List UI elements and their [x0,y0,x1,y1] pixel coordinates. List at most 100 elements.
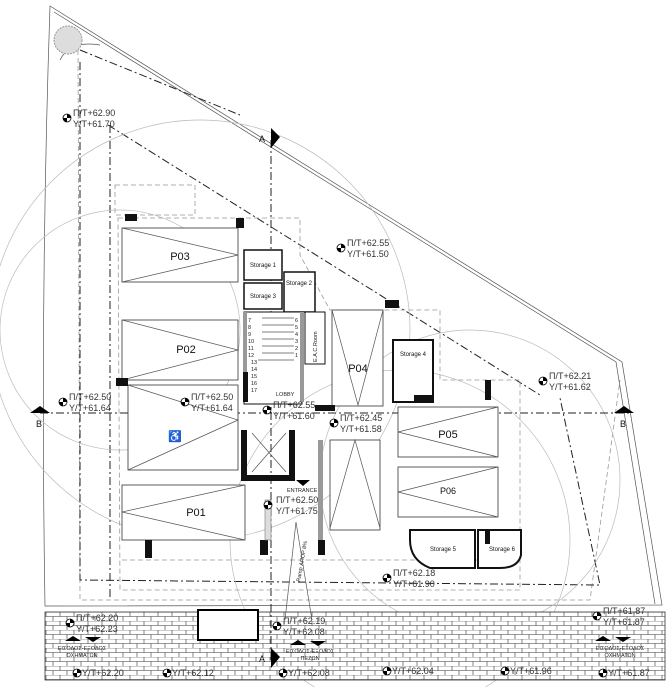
label: Υ/Τ+61.62 [549,382,591,392]
label: 1 [295,353,298,359]
parking-p05: P05 [397,406,499,458]
label: Υ/Τ+61.96 [510,666,552,676]
label: Π/Τ+62.90 [73,108,115,118]
section-label: A [259,134,265,144]
storage-2: Storage 2 [283,271,316,313]
label: 6 [295,318,298,324]
gate-opening [197,609,259,641]
storage-4: Storage 4 [392,339,434,403]
storage-5: Storage 5 [409,529,476,569]
eac-room: E.A.C.Room [304,311,326,365]
label: Υ/Τ+61.87 [603,617,645,627]
label: 12 [248,353,254,359]
section-marker-a-top: A [259,128,280,148]
label: Υ/Τ+61.58 [340,424,382,434]
label: 17 [251,388,257,394]
label: E.A.C.Room [313,331,319,362]
accessible-icon: ♿ [168,430,182,443]
label: Π/Τ+62.50 [69,392,111,402]
street-level-marker: Υ/Τ+61.96 [500,666,552,676]
label: Υ/Τ+61.60 [273,411,315,421]
street-level-marker: Υ/Τ+61.87 [598,668,650,678]
level-marker: Π/Τ+62.50Υ/Τ+61.64 [180,392,233,413]
level-marker: Π/Τ+62.50Υ/Τ+61.64 [58,392,111,413]
label: P03 [170,251,190,263]
level-marker: Π/Τ+62.45Υ/Τ+61.58 [329,413,382,434]
label: ΟΧΗΜΑΤΩΝ [604,653,635,659]
label: Υ/Τ+61.75 [276,506,318,516]
label: Storage 2 [286,281,313,287]
label: 5 [295,325,298,331]
label: Π/Τ+62.18 [393,568,435,578]
level-marker: Π/Τ+62.20Υ/Τ+62.23 [65,613,118,634]
section-label: A [259,654,265,664]
label: Υ/Τ+61.64 [191,403,233,413]
label: Υ/Τ+62.23 [76,624,118,634]
label: Π/Τ+62.19 [283,616,325,626]
street-level-marker: Υ/Τ+62.04 [382,666,434,676]
label: Storage 3 [250,294,277,300]
parking-p03: P03 [121,227,239,283]
vehicle-access-label: ΕΙΣΟΔΟΣ-ΕΞΟΔΟΣ ΟΧΗΜΑΤΩΝ [595,636,645,659]
label: Storage 6 [489,547,516,553]
level-marker: Π/Τ+62.50Υ/Τ+61.75 [263,495,318,516]
street-level-marker: Υ/Τ+62.12 [162,668,214,678]
parking-lane [329,438,381,531]
label: P05 [438,429,458,441]
label: 3 [295,339,298,345]
level-marker: Π/Τ+62.21Υ/Τ+61.62 [538,371,591,392]
vehicle-access-label: ΕΙΣΟΔΟΣ-ΕΞΟΔΟΣ ΟΧΗΜΑΤΩΝ [58,636,107,659]
level-marker: Π/Τ+62.18Υ/Τ+61.90 [382,568,435,589]
section-marker-b-left: B [30,406,50,429]
section-label: B [620,419,626,429]
label: Π/Τ+62.45 [340,413,382,423]
level-marker: Π/Τ+62.55Υ/Τ+61.60 [262,400,315,421]
label: ENTRANCE [287,488,318,494]
label: 11 [248,346,254,352]
level-marker: Π/Τ+62.19Υ/Τ+62.08 [272,616,325,637]
label: Υ/Τ+62.08 [283,627,325,637]
elevator [241,430,295,481]
label: Υ/Τ+61.87 [608,668,650,678]
label: ΕΙΣΟΔΟΣ-ΕΞΟΔΟΣ [596,646,645,652]
parking-p02: P02 [121,319,240,381]
parking-p06: P06 [397,466,499,518]
label: Storage 4 [400,352,427,358]
label: 9 [248,332,251,338]
label: 10 [248,339,254,345]
lobby-label: LOBBY [276,392,295,398]
label: Π/Τ+62.50 [276,495,318,505]
label: P02 [176,344,196,356]
level-marker: Π/Τ+61.87Υ/Τ+61.87 [592,606,645,627]
label: Π/Τ+62.55 [347,238,389,248]
ramp-label: Ramp ΑΠΟΡ 8% [296,541,309,583]
level-marker: Π/Τ+62.55Υ/Τ+61.50 [336,238,389,259]
section-marker-a-bottom: A [259,648,280,668]
label: Υ/Τ+62.12 [172,668,214,678]
storage-6: Storage 6 [477,529,522,569]
pedestrian-access-label: ΕΙΣΟΔΟΣ-ΕΞΟΔΟΣ ΠΕΖΩΝ [286,640,335,662]
label: 16 [251,381,257,387]
structural-columns [116,214,491,558]
label: P01 [186,507,206,519]
label: ΕΙΣΟΔΟΣ-ΕΞΟΔΟΣ [286,649,335,655]
street-level-marker: Υ/Τ+62.20 [72,668,124,678]
label: Π/Τ+62.50 [191,392,233,402]
level-marker: Π/Τ+62.90Υ/Τ+61.70 [62,108,115,129]
label: P04 [348,363,368,375]
label: Υ/Τ+62.04 [392,666,434,676]
storage-1: Storage 1 [243,249,283,281]
label: Storage 1 [250,263,277,269]
label: 14 [251,367,257,373]
label: Υ/Τ+62.20 [82,668,124,678]
label: ΠΕΖΩΝ [300,656,319,662]
label: 7 [248,318,251,324]
label: Π/Τ+62.55 [273,400,315,410]
label: 13 [251,360,257,366]
parking-p04: P04 [331,309,384,407]
storage-3: Storage 3 [243,282,283,310]
label: Υ/Τ+61.50 [347,249,389,259]
label: Υ/Τ+62.08 [288,668,330,678]
label: Π/Τ+62.20 [76,613,118,623]
